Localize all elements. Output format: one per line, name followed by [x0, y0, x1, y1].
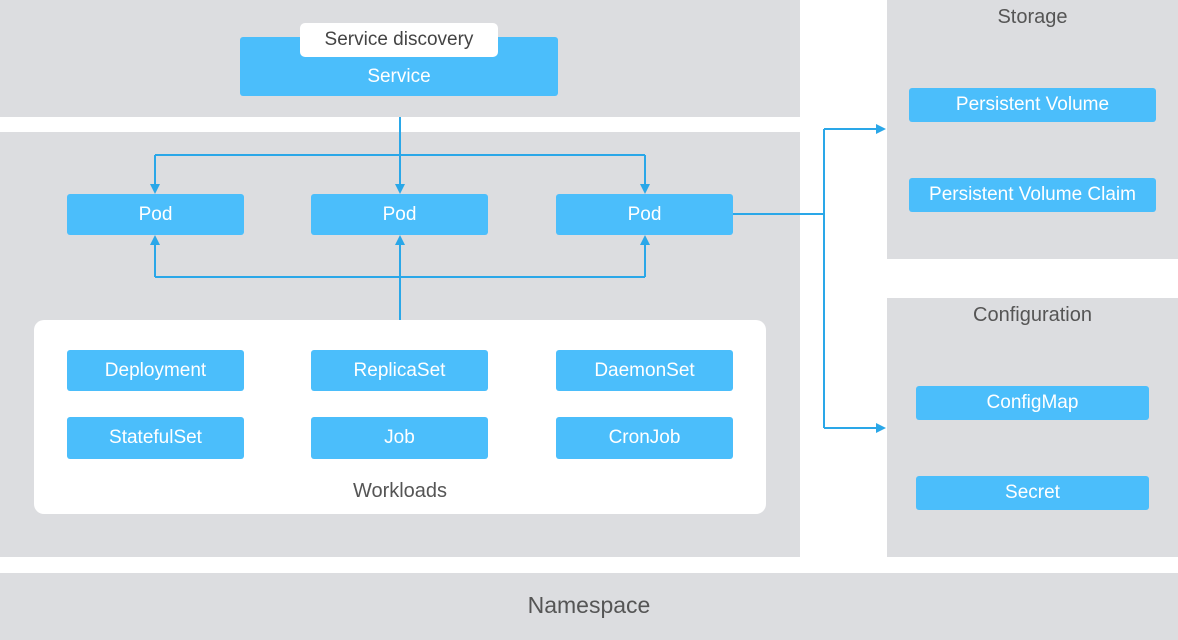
pod-box-3[interactable]: Pod — [556, 194, 733, 235]
storage-title: Storage — [997, 6, 1068, 28]
pod-box-2[interactable]: Pod — [311, 194, 488, 235]
persistent-volume-box[interactable]: Persistent Volume — [909, 88, 1156, 122]
persistent-volume-claim-box[interactable]: Persistent Volume Claim — [909, 178, 1156, 212]
workload-daemonset[interactable]: DaemonSet — [556, 350, 733, 391]
configuration-title: Configuration — [973, 304, 1092, 326]
configmap-box[interactable]: ConfigMap — [916, 386, 1149, 420]
namespace-label: Namespace — [527, 592, 651, 618]
workload-replicaset[interactable]: ReplicaSet — [311, 350, 488, 391]
workload-deployment[interactable]: Deployment — [67, 350, 244, 391]
workload-job[interactable]: Job — [311, 417, 488, 459]
configuration-panel — [887, 298, 1178, 557]
storage-panel — [887, 0, 1178, 259]
pod-box-1[interactable]: Pod — [67, 194, 244, 235]
workload-statefulset[interactable]: StatefulSet — [67, 417, 244, 459]
namespace-panel — [0, 573, 1178, 640]
secret-box[interactable]: Secret — [916, 476, 1149, 510]
workloads-title: Workloads — [352, 480, 448, 502]
service-discovery-tag: Service discovery — [300, 23, 498, 57]
workload-cronjob[interactable]: CronJob — [556, 417, 733, 459]
